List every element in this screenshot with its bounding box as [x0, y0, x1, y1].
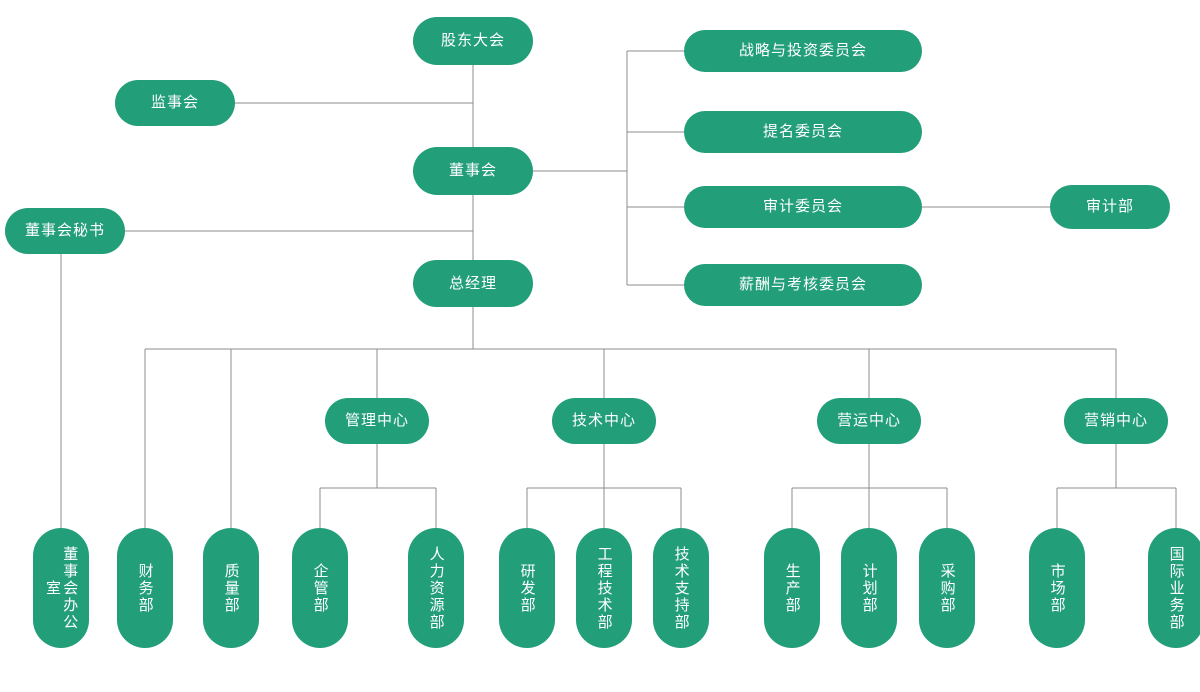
node-procurement-department[interactable]: 采购部	[919, 528, 975, 648]
node-label: 质量部	[222, 562, 240, 614]
node-label: 审计部	[1085, 198, 1134, 216]
node-label: 审计委员会	[762, 198, 843, 216]
node-label: 采购部	[938, 562, 956, 614]
node-label: 企管部	[311, 562, 329, 614]
node-production-department[interactable]: 生产部	[764, 528, 820, 648]
node-general-manager[interactable]: 总经理	[413, 260, 533, 307]
node-rd-department[interactable]: 研发部	[499, 528, 555, 648]
node-label: 生产部	[783, 562, 801, 614]
node-engineering-technology-department[interactable]: 工程技术部	[576, 528, 632, 648]
node-label: 计划部	[860, 562, 878, 614]
node-label: 技术中心	[571, 412, 636, 430]
node-management-center[interactable]: 管理中心	[325, 398, 429, 444]
node-label: 研发部	[518, 562, 536, 614]
node-label: 管理中心	[344, 412, 409, 430]
node-board-of-directors[interactable]: 董事会	[413, 147, 533, 195]
node-label: 董事会办公室	[44, 545, 79, 631]
node-technical-support-department[interactable]: 技术支持部	[653, 528, 709, 648]
node-label: 战略与投资委员会	[738, 42, 867, 60]
node-compensation-appraisal-committee[interactable]: 薪酬与考核委员会	[684, 264, 922, 306]
node-label: 国际业务部	[1167, 545, 1185, 631]
node-international-business-department[interactable]: 国际业务部	[1148, 528, 1200, 648]
node-supervisory-board[interactable]: 监事会	[115, 80, 235, 126]
node-label: 股东大会	[440, 32, 505, 50]
node-operations-center[interactable]: 营运中心	[817, 398, 921, 444]
node-label: 工程技术部	[595, 545, 613, 631]
node-label: 提名委员会	[762, 123, 843, 141]
node-label: 薪酬与考核委员会	[738, 276, 867, 294]
node-label: 人力资源部	[427, 545, 445, 631]
node-marketing-center[interactable]: 营销中心	[1064, 398, 1168, 444]
node-nomination-committee[interactable]: 提名委员会	[684, 111, 922, 153]
node-audit-department[interactable]: 审计部	[1050, 185, 1170, 229]
node-board-office[interactable]: 董事会办公室	[33, 528, 89, 648]
node-enterprise-management-department[interactable]: 企管部	[292, 528, 348, 648]
node-market-department[interactable]: 市场部	[1029, 528, 1085, 648]
node-label: 董事会	[448, 162, 497, 180]
node-board-secretary[interactable]: 董事会秘书	[5, 208, 125, 254]
node-label: 市场部	[1048, 562, 1066, 614]
node-label: 技术支持部	[672, 545, 690, 631]
node-label: 总经理	[448, 274, 497, 292]
node-finance-department[interactable]: 财务部	[117, 528, 173, 648]
node-human-resources-department[interactable]: 人力资源部	[408, 528, 464, 648]
node-planning-department[interactable]: 计划部	[841, 528, 897, 648]
node-strategy-investment-committee[interactable]: 战略与投资委员会	[684, 30, 922, 72]
node-label: 营销中心	[1083, 412, 1148, 430]
node-shareholders-meeting[interactable]: 股东大会	[413, 17, 533, 65]
node-label: 营运中心	[836, 412, 901, 430]
node-label: 监事会	[150, 94, 199, 112]
node-technology-center[interactable]: 技术中心	[552, 398, 656, 444]
node-audit-committee[interactable]: 审计委员会	[684, 186, 922, 228]
node-quality-department[interactable]: 质量部	[203, 528, 259, 648]
node-label: 董事会秘书	[24, 222, 105, 240]
node-label: 财务部	[136, 562, 154, 614]
